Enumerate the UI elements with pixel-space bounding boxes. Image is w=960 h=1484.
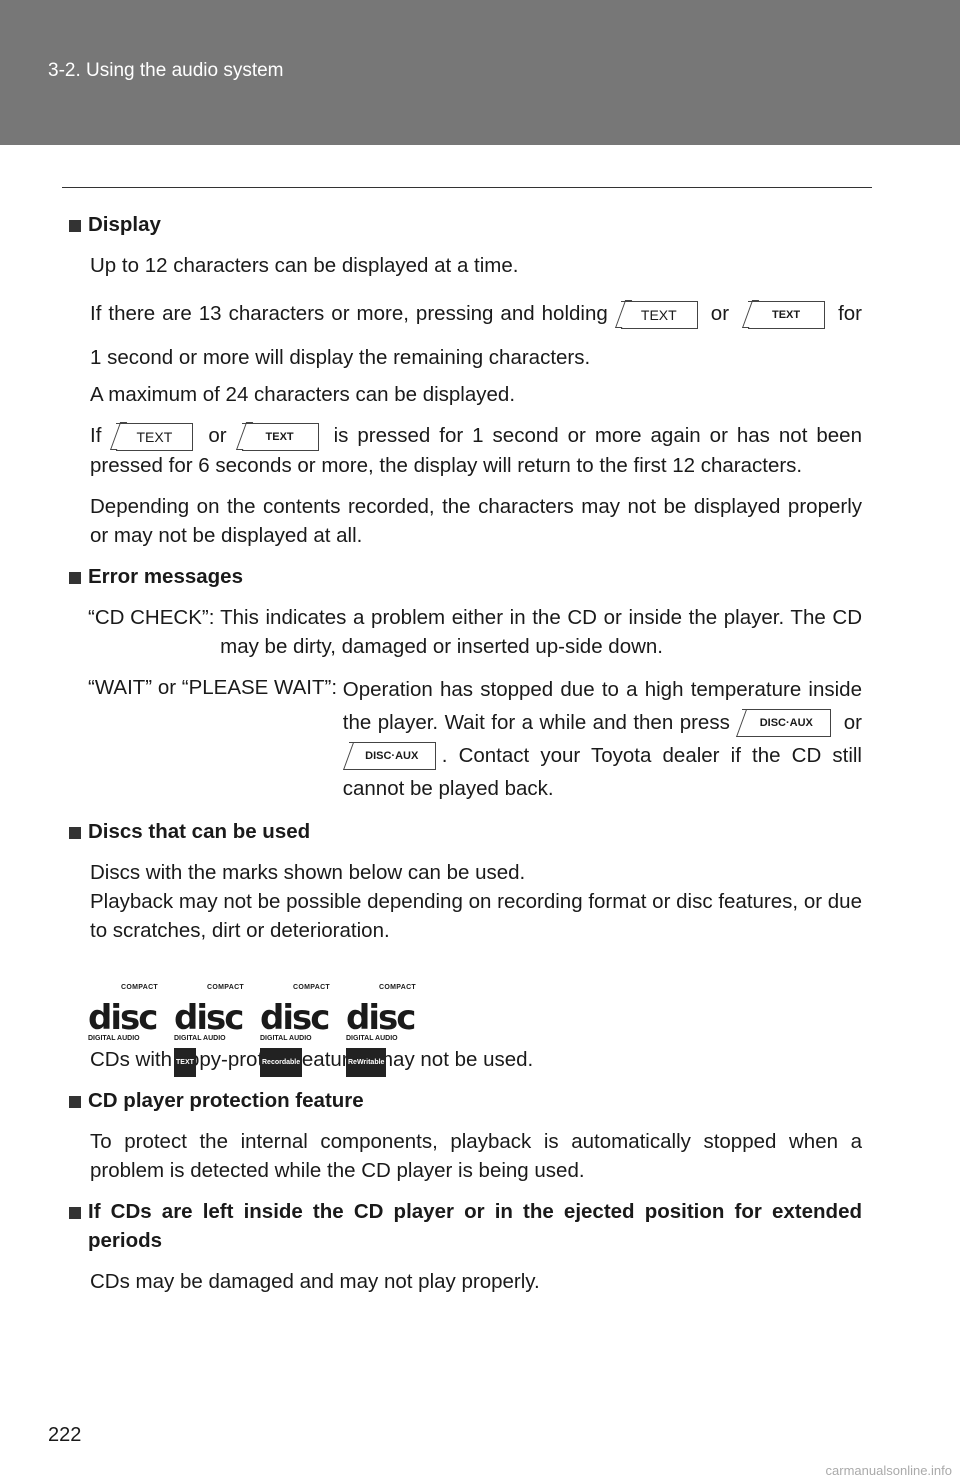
text-button-small-icon: TEXT (748, 300, 826, 329)
text-button-icon: TEXT (116, 422, 194, 451)
display-heading: Display (69, 210, 862, 239)
disc-aux-button-icon: DISC·AUX (742, 709, 832, 738)
discs-heading: Discs that can be used (69, 817, 862, 846)
disc-aux-button-small-icon: DISC·AUX (348, 742, 436, 771)
compact-disc-logo-icon: COMPACT disc DIGITAL AUDIO (88, 983, 158, 1042)
bullet-square-icon (69, 826, 81, 839)
display-p1: Up to 12 characters can be displayed at … (90, 254, 519, 277)
text-button-icon: TEXT (620, 300, 698, 329)
main-content: Display Up to 12 characters can be displ… (69, 210, 862, 1296)
protect-p1: To protect the internal components, play… (90, 1129, 862, 1182)
display-p2: If there are 13 characters or more, pres… (90, 300, 862, 369)
discs-p2: Playback may not be possible depending o… (90, 889, 862, 942)
bullet-square-icon (69, 571, 81, 584)
bullet-square-icon (69, 1095, 81, 1108)
disc-logos: COMPACT disc DIGITAL AUDIO COMPACT disc … (88, 973, 862, 1077)
watermark: carmanualsonline.info (825, 1463, 952, 1478)
text-button-small-icon: TEXT (241, 422, 319, 451)
left-p1: CDs may be damaged and may not play prop… (90, 1269, 540, 1293)
display-p5: Depending on the contents recorded, the … (90, 494, 862, 547)
page-number: 222 (48, 1424, 82, 1446)
display-p3: A maximum of 24 characters can be displa… (90, 383, 516, 406)
bullet-square-icon (69, 220, 81, 232)
compact-disc-rewritable-logo-icon: COMPACT disc DIGITAL AUDIO ReWritable (346, 973, 416, 1077)
section-title: 3-2. Using the audio system (48, 60, 284, 81)
left-heading: If CDs are left inside the CD player or … (69, 1197, 862, 1255)
bullet-square-icon (69, 1206, 81, 1219)
compact-disc-recordable-logo-icon: COMPACT disc DIGITAL AUDIO Recordable (260, 973, 330, 1077)
error-wait: “WAIT” or “PLEASE WAIT”: Operation has s… (88, 675, 862, 800)
display-p4: If TEXT or TEXT is pressed for 1 second … (90, 422, 862, 477)
error-cd-check: “CD CHECK”: This indicates a problem eit… (88, 605, 862, 658)
discs-p3: CDs with copy-protect features may not b… (90, 1047, 534, 1071)
page-header: 3-2. Using the audio system (0, 0, 960, 145)
header-rule (62, 187, 872, 188)
discs-p1: Discs with the marks shown below can be … (90, 860, 526, 884)
errors-heading: Error messages (69, 562, 862, 591)
compact-disc-text-logo-icon: COMPACT disc DIGITAL AUDIO TEXT (174, 973, 244, 1077)
protect-heading: CD player protection feature (69, 1086, 862, 1115)
